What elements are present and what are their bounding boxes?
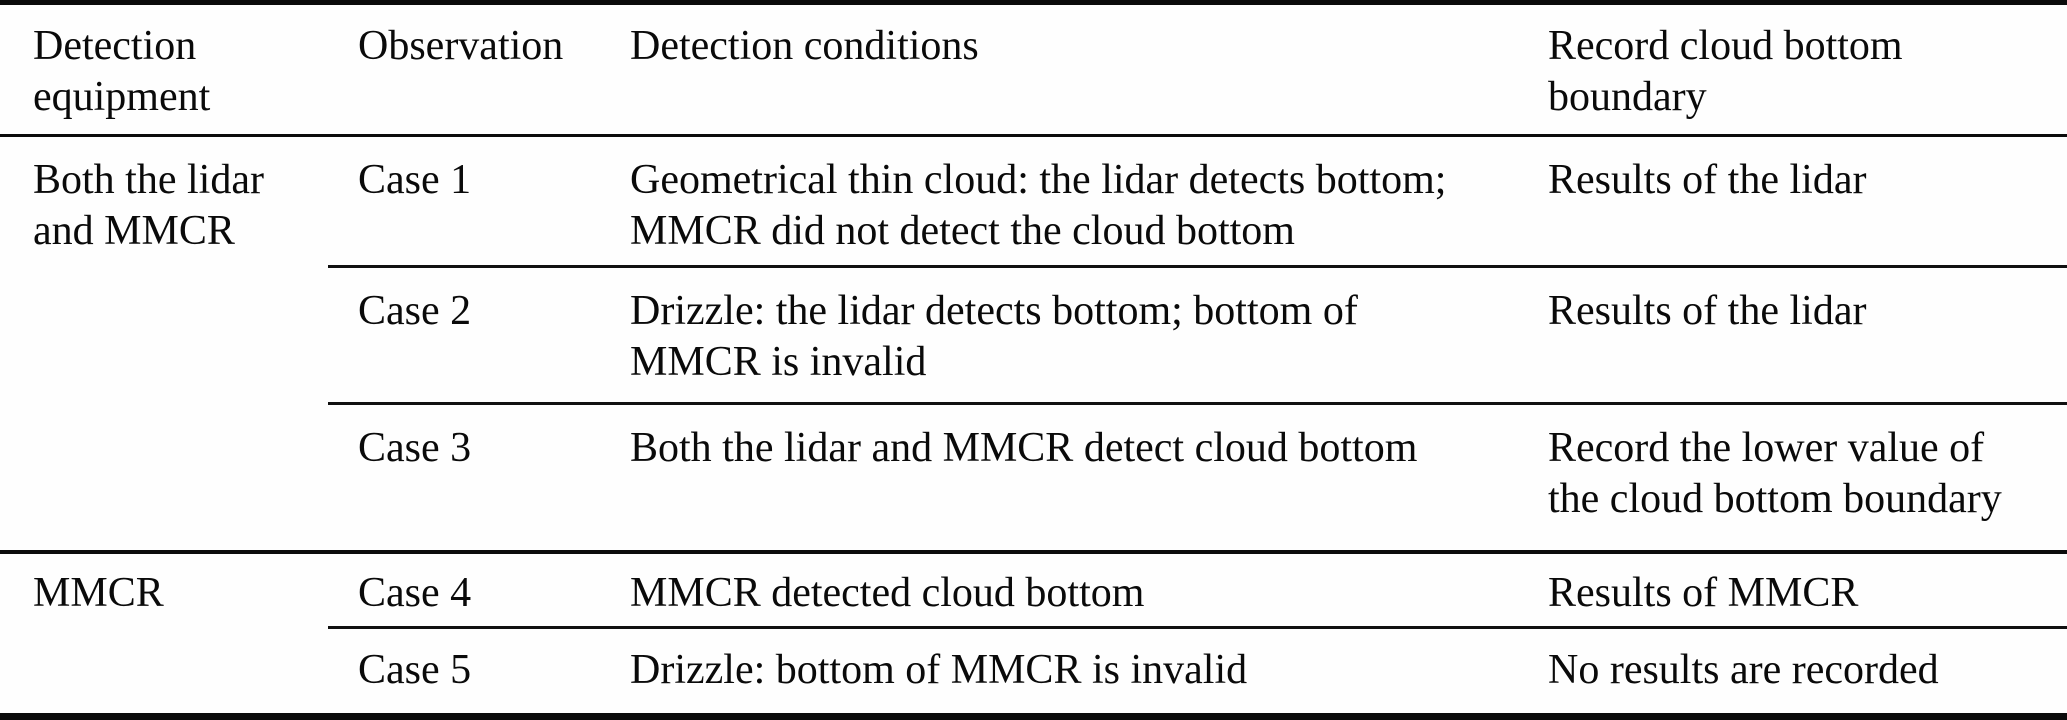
- cell-case3-observation: Case 3: [328, 401, 600, 553]
- table-row-case5: Case 5 Drizzle: bottom of MMCR is invali…: [0, 626, 2067, 717]
- header-row: Detection equipment Observation Detectio…: [0, 2, 2067, 137]
- cell-case5-observation: Case 5: [328, 626, 600, 717]
- table-row-case2: Case 2 Drizzle: the lidar detects bottom…: [0, 265, 2067, 404]
- cell-case2-observation: Case 2: [328, 265, 600, 404]
- cell-case3-record: Record the lower value of the cloud bott…: [1518, 401, 2067, 553]
- cell-case2-record: Results of the lidar: [1518, 265, 2067, 404]
- cell-case5-conditions: Drizzle: bottom of MMCR is invalid: [600, 626, 1518, 717]
- cell-case5-record: No results are recorded: [1518, 626, 2067, 717]
- cell-case4-conditions: MMCR detected cloud bottom: [600, 550, 1518, 628]
- header-detection-equipment: Detection equipment: [0, 2, 328, 137]
- header-detection-conditions: Detection conditions: [600, 2, 1518, 137]
- cell-case4-observation: Case 4: [328, 550, 600, 628]
- cell-case1-record: Results of the lidar: [1548, 157, 1867, 203]
- header-observation: Observation: [328, 2, 600, 137]
- header-record-cloud-bottom-boundary: Record cloud bottom boundary: [1518, 2, 2067, 137]
- table-row-case4: MMCR Case 4 MMCR detected cloud bottom R…: [0, 550, 2067, 717]
- cell-case3-conditions: Both the lidar and MMCR detect cloud bot…: [600, 401, 1518, 553]
- cell-case1-observation: Case 1: [358, 157, 472, 203]
- table-row-case1: Both the lidar and MMCR Case 1 Geometric…: [0, 136, 2067, 267]
- cell-equipment-mmcr: MMCR: [0, 550, 328, 717]
- cell-equipment-lidar-and-mmcr: Both the lidar and MMCR: [33, 157, 264, 254]
- cell-case2-conditions: Drizzle: the lidar detects bottom; botto…: [600, 265, 1518, 404]
- cell-case4-record: Results of MMCR: [1518, 550, 2067, 628]
- cell-case1-conditions: Geometrical thin cloud: the lidar detect…: [630, 157, 1447, 254]
- table-row-case3: Case 3 Both the lidar and MMCR detect cl…: [0, 401, 2067, 553]
